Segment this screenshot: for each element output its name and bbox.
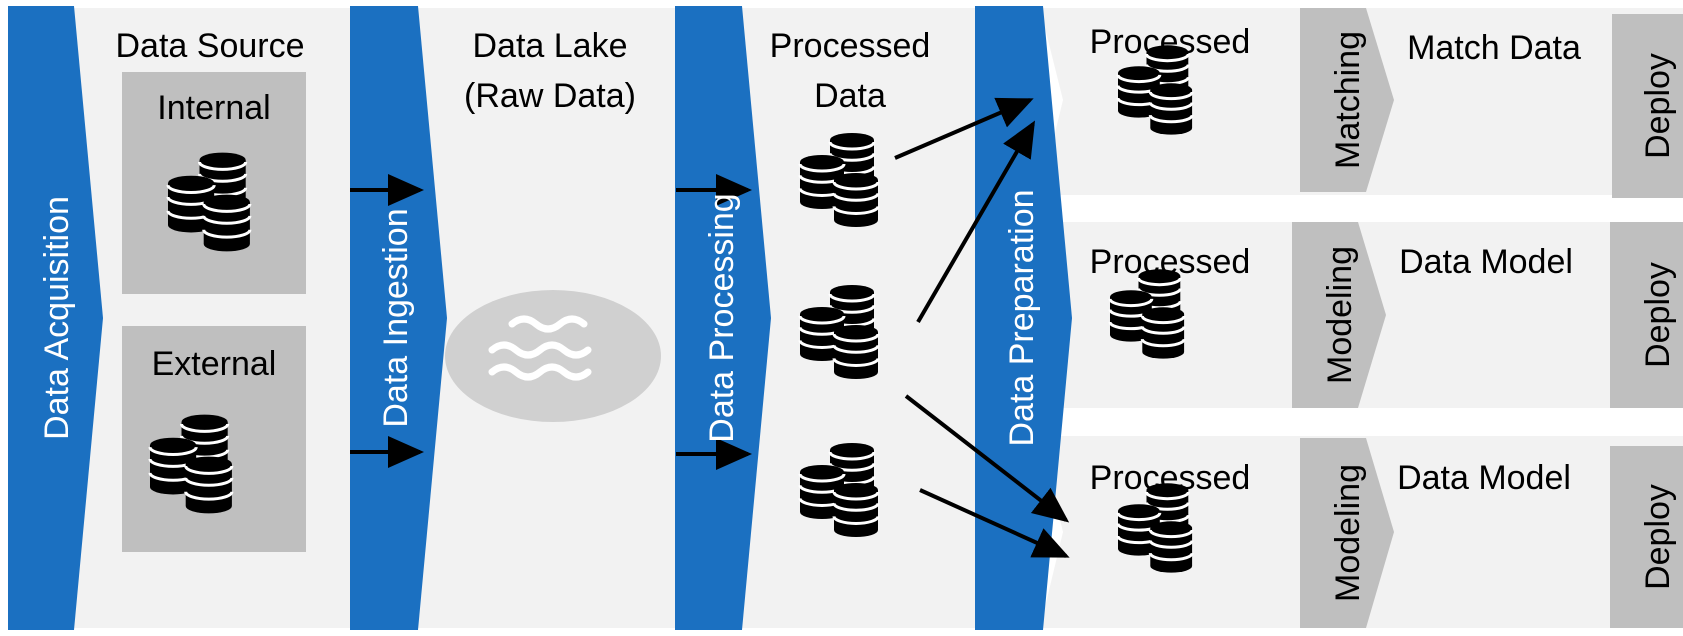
database-stack-icon — [148, 414, 234, 514]
modeling-chevron-1 — [1292, 222, 1386, 408]
data-lake-ellipse — [445, 290, 661, 422]
data-acquisition-label: Data Acquisition — [38, 196, 76, 440]
database-stack-icon — [1108, 269, 1186, 359]
modeling-label-2: Modeling — [1329, 464, 1367, 602]
row2-output-label: Data Model — [1399, 243, 1573, 281]
database-stack-icon — [166, 152, 252, 252]
deploy-chevron-3 — [1610, 446, 1683, 628]
row1-processed-label: Processed — [1089, 23, 1251, 61]
row2-processed-label: Processed — [1089, 243, 1251, 281]
deploy-label-3: Deploy — [1639, 484, 1677, 590]
processed-data-subtitle: Data — [814, 77, 886, 115]
arrow-right-icon — [919, 488, 1070, 558]
row3-output-label: Data Model — [1397, 459, 1571, 497]
external-label: External — [151, 345, 277, 383]
data-lake-subtitle: (Raw Data) — [464, 77, 636, 115]
processed-data-title: Processed — [769, 27, 931, 65]
modeling-chevron-2 — [1300, 438, 1394, 628]
deploy-label-1: Deploy — [1639, 53, 1677, 159]
data-processing-label: Data Processing — [703, 193, 741, 443]
data-source-title: Data Source — [115, 27, 305, 65]
database-stack-icon — [798, 132, 880, 228]
deploy-chevron-1 — [1612, 14, 1683, 198]
data-acquisition-bar — [8, 6, 103, 630]
arrow-right-icon — [904, 394, 1070, 523]
data-lake-title: Data Lake — [472, 27, 628, 65]
database-stack-icon — [798, 442, 880, 538]
deploy-chevron-2 — [1610, 222, 1683, 408]
arrow-right-icon — [916, 120, 1036, 324]
modeling-label-1: Modeling — [1321, 246, 1359, 384]
data-ingestion-label: Data Ingestion — [377, 208, 415, 428]
database-stack-icon — [1116, 483, 1194, 573]
deploy-label-2: Deploy — [1639, 262, 1677, 368]
data-preparation-label: Data Preparation — [1003, 189, 1041, 447]
row3-processed-label: Processed — [1089, 459, 1251, 497]
data-ingestion-bar — [350, 6, 447, 630]
matching-label: Matching — [1329, 31, 1367, 169]
database-stack-icon — [1116, 45, 1194, 135]
arrow-right-icon — [894, 97, 1034, 160]
water-waves-icon — [488, 315, 592, 381]
database-stack-icon — [798, 284, 880, 380]
matching-chevron — [1300, 8, 1394, 192]
internal-label: Internal — [157, 89, 271, 127]
data-preparation-bar — [975, 6, 1072, 630]
data-processing-bar — [675, 6, 771, 630]
row1-output-label: Match Data — [1407, 29, 1581, 67]
